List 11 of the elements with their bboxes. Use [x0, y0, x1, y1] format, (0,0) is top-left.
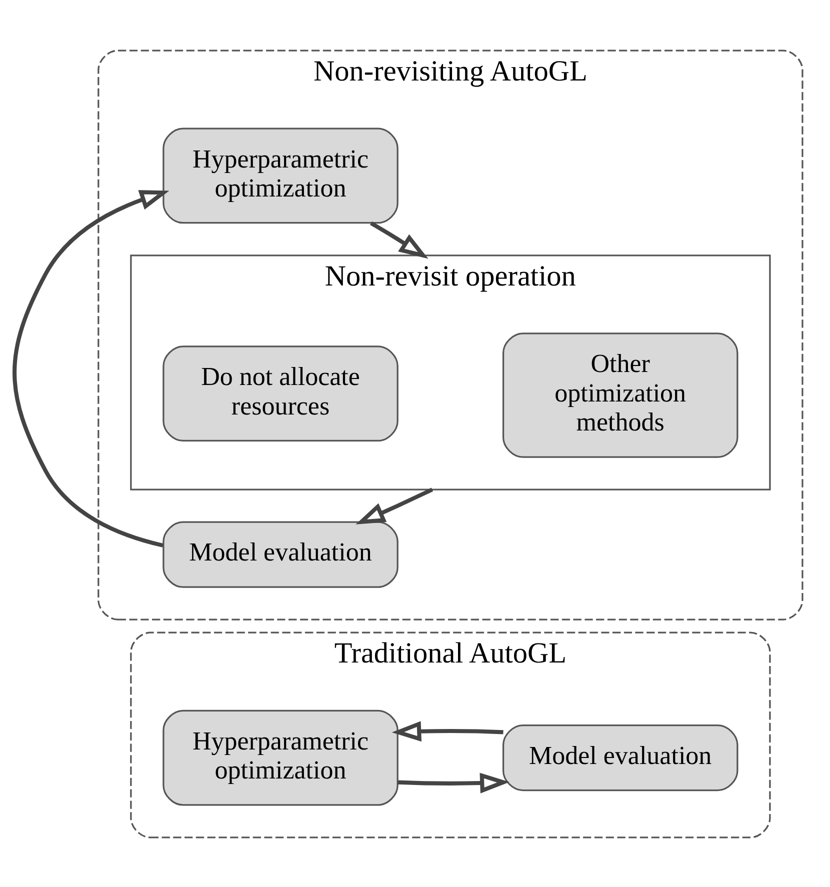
node-box: Do not allocate resources [162, 345, 398, 442]
arrow [370, 220, 428, 258]
node-box: Other optimization methods [502, 332, 738, 458]
arrow [12, 190, 170, 547]
node-box: Hyperparametric optimization [162, 709, 398, 806]
arrow [356, 487, 434, 524]
arrow [392, 720, 504, 742]
arrow [398, 772, 510, 793]
node-box: Model evaluation [502, 724, 738, 791]
node-box: Hyperparametric optimization [162, 127, 398, 224]
node-box: Model evaluation [162, 520, 398, 588]
